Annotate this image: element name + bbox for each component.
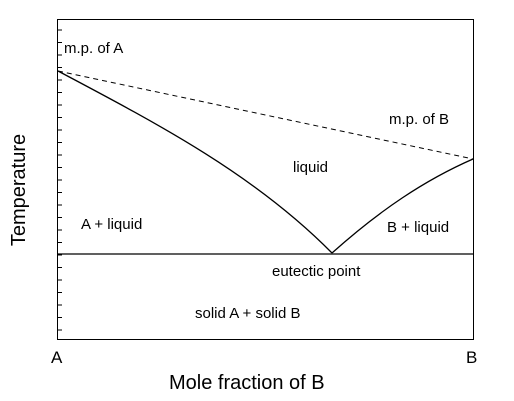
liquidus-curve-a [57, 70, 333, 254]
plot-frame [57, 19, 474, 340]
liquidus-curve-b [331, 158, 474, 254]
label-solid: solid A + solid B [195, 305, 300, 322]
label-mp-a: m.p. of A [64, 40, 123, 57]
x-axis-title: Mole fraction of B [169, 372, 325, 394]
left-axis-ticks [58, 29, 62, 331]
x-axis-label-a: A [51, 348, 63, 367]
y-axis-title: Temperature [8, 134, 30, 246]
label-b-liquid: B + liquid [387, 219, 449, 236]
melting-point-dashed-line [57, 70, 474, 160]
label-eutectic-point: eutectic point [272, 263, 361, 280]
x-axis-label-b: B [466, 348, 477, 367]
label-mp-b: m.p. of B [389, 111, 449, 128]
label-liquid: liquid [293, 159, 328, 176]
label-a-liquid: A + liquid [81, 216, 142, 233]
